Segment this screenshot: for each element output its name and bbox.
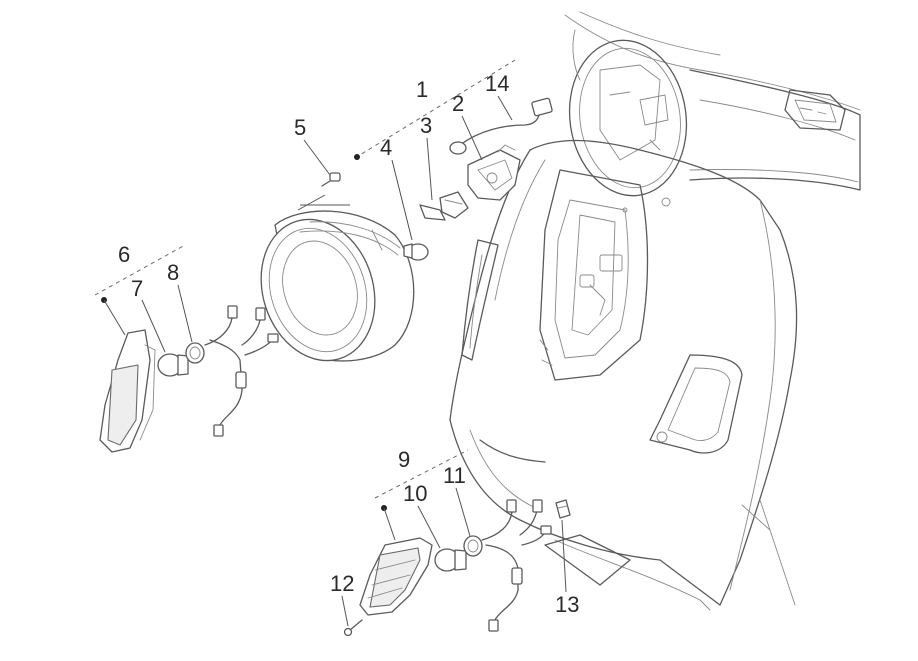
headlight-unit: [260, 210, 415, 362]
bulb-holder-part-8: [185, 342, 205, 364]
bulb-holder-part-2: [467, 144, 521, 201]
screw-part-5: [321, 172, 341, 187]
headlight-bulb-part-3: [419, 191, 469, 221]
assembly-dot-1: [354, 154, 360, 160]
left-indicator-lens: [99, 329, 156, 453]
callout-13: 13: [555, 592, 579, 617]
callout-5: 5: [294, 115, 306, 140]
wiring-harness-right: [481, 499, 552, 632]
callout-14: 14: [485, 71, 509, 96]
callout-3: 3: [420, 113, 432, 138]
clip-part-13: [555, 499, 571, 519]
cable-part-14: [449, 97, 553, 155]
callout-leaders: [103, 95, 567, 627]
callout-2: 2: [452, 91, 464, 116]
callout-12: 12: [330, 571, 354, 596]
parking-bulb-part-4: [403, 243, 429, 261]
indicator-bulb-part-10: [434, 548, 467, 572]
right-indicator-lens: [359, 537, 433, 616]
callout-9: 9: [398, 447, 410, 472]
callout-11: 11: [443, 463, 466, 488]
scooter-front-body: [449, 11, 861, 611]
callout-1: 1: [416, 77, 428, 102]
callout-4: 4: [380, 135, 392, 160]
callout-8: 8: [167, 260, 179, 285]
indicator-bulb-part-7: [157, 353, 189, 377]
screw-part-12: [343, 619, 363, 637]
leader-lines: [94, 59, 516, 499]
callout-6: 6: [118, 242, 130, 267]
wiring-harness-left: [204, 305, 279, 437]
callout-7: 7: [131, 276, 143, 301]
bulb-holder-part-11: [463, 535, 483, 557]
callout-10: 10: [403, 481, 427, 506]
